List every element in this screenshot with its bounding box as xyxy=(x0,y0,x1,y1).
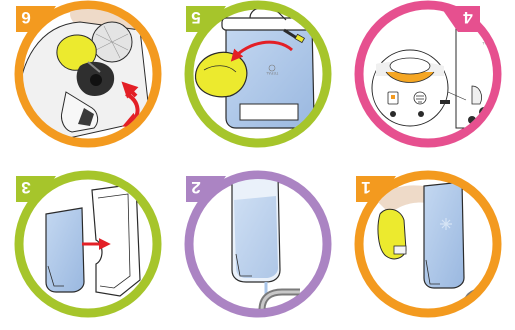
panel-illustration xyxy=(232,176,300,310)
panel-illustration xyxy=(46,184,140,296)
step-badge xyxy=(440,6,480,32)
panel-step-4: TEFAL 4 xyxy=(359,5,498,143)
step-number: 1 xyxy=(361,178,370,197)
panel-step-5: TEFAL 5 xyxy=(186,5,327,143)
step-number: 6 xyxy=(21,8,30,27)
panel-step-3: 3 xyxy=(16,175,157,313)
step-number: 4 xyxy=(463,8,473,27)
panel-step-1: 1 xyxy=(356,175,498,313)
panel-illustration: TEFAL xyxy=(372,26,498,128)
panel-step-2: 2 xyxy=(186,175,327,313)
panel-step-6: 6 xyxy=(16,0,157,143)
step-number: 2 xyxy=(191,178,200,197)
brand-logo: TEFAL xyxy=(266,71,279,75)
step-number: 5 xyxy=(191,8,200,27)
step-number: 3 xyxy=(21,178,30,197)
